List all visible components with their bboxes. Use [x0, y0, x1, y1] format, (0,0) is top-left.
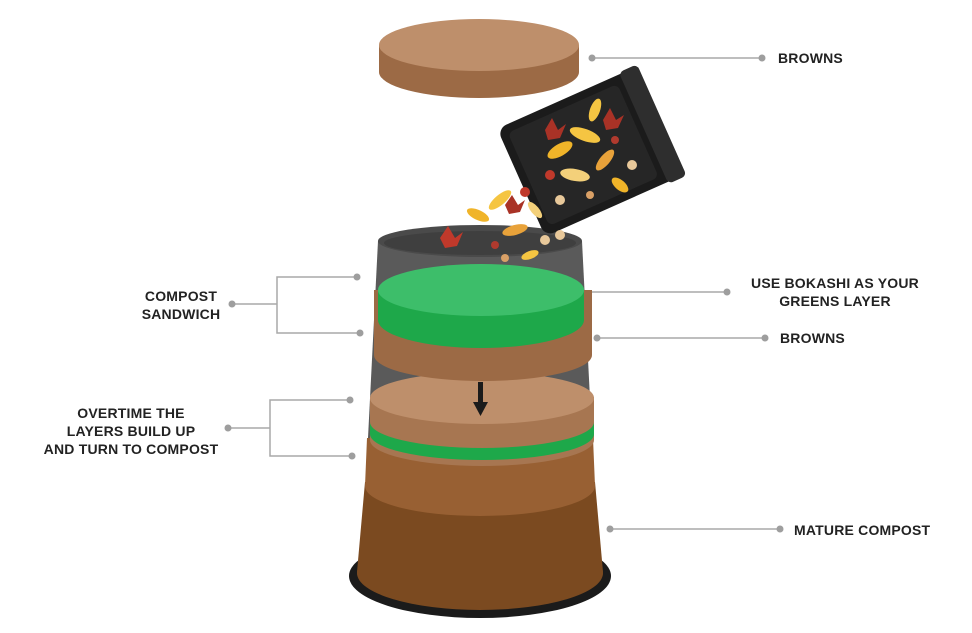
label-browns-mid: BROWNS — [780, 330, 845, 346]
label-greens-line1: USE BOKASHI AS YOUR — [751, 275, 919, 291]
label-greens-line2: GREENS LAYER — [779, 293, 891, 309]
mature-compost-layer — [357, 482, 603, 609]
bracket-sandwich — [276, 276, 360, 334]
label-compost-sandwich: COMPOST SANDWICH — [131, 287, 231, 323]
browns-top-layer — [379, 19, 579, 98]
label-overtime-line2: LAYERS BUILD UP — [66, 423, 196, 439]
label-greens-layer: USE BOKASHI AS YOUR GREENS LAYER — [733, 274, 937, 310]
label-browns-top: BROWNS — [778, 50, 843, 66]
compost-bin — [349, 225, 611, 618]
greens-lower-band — [370, 422, 594, 460]
label-overtime-line1: OVERTIME THE — [77, 405, 185, 421]
bracket-overtime — [269, 399, 352, 457]
greens-layer-top — [378, 264, 584, 316]
arrow-down-icon — [473, 382, 488, 416]
label-sandwich-line2: SANDWICH — [141, 306, 221, 322]
label-overtime: OVERTIME THE LAYERS BUILD UP AND TURN TO… — [36, 404, 226, 458]
label-sandwich-line1: COMPOST — [144, 288, 218, 304]
label-overtime-line3: AND TURN TO COMPOST — [43, 441, 219, 457]
food-scraps — [440, 98, 637, 262]
label-mature-compost: MATURE COMPOST — [794, 522, 931, 538]
